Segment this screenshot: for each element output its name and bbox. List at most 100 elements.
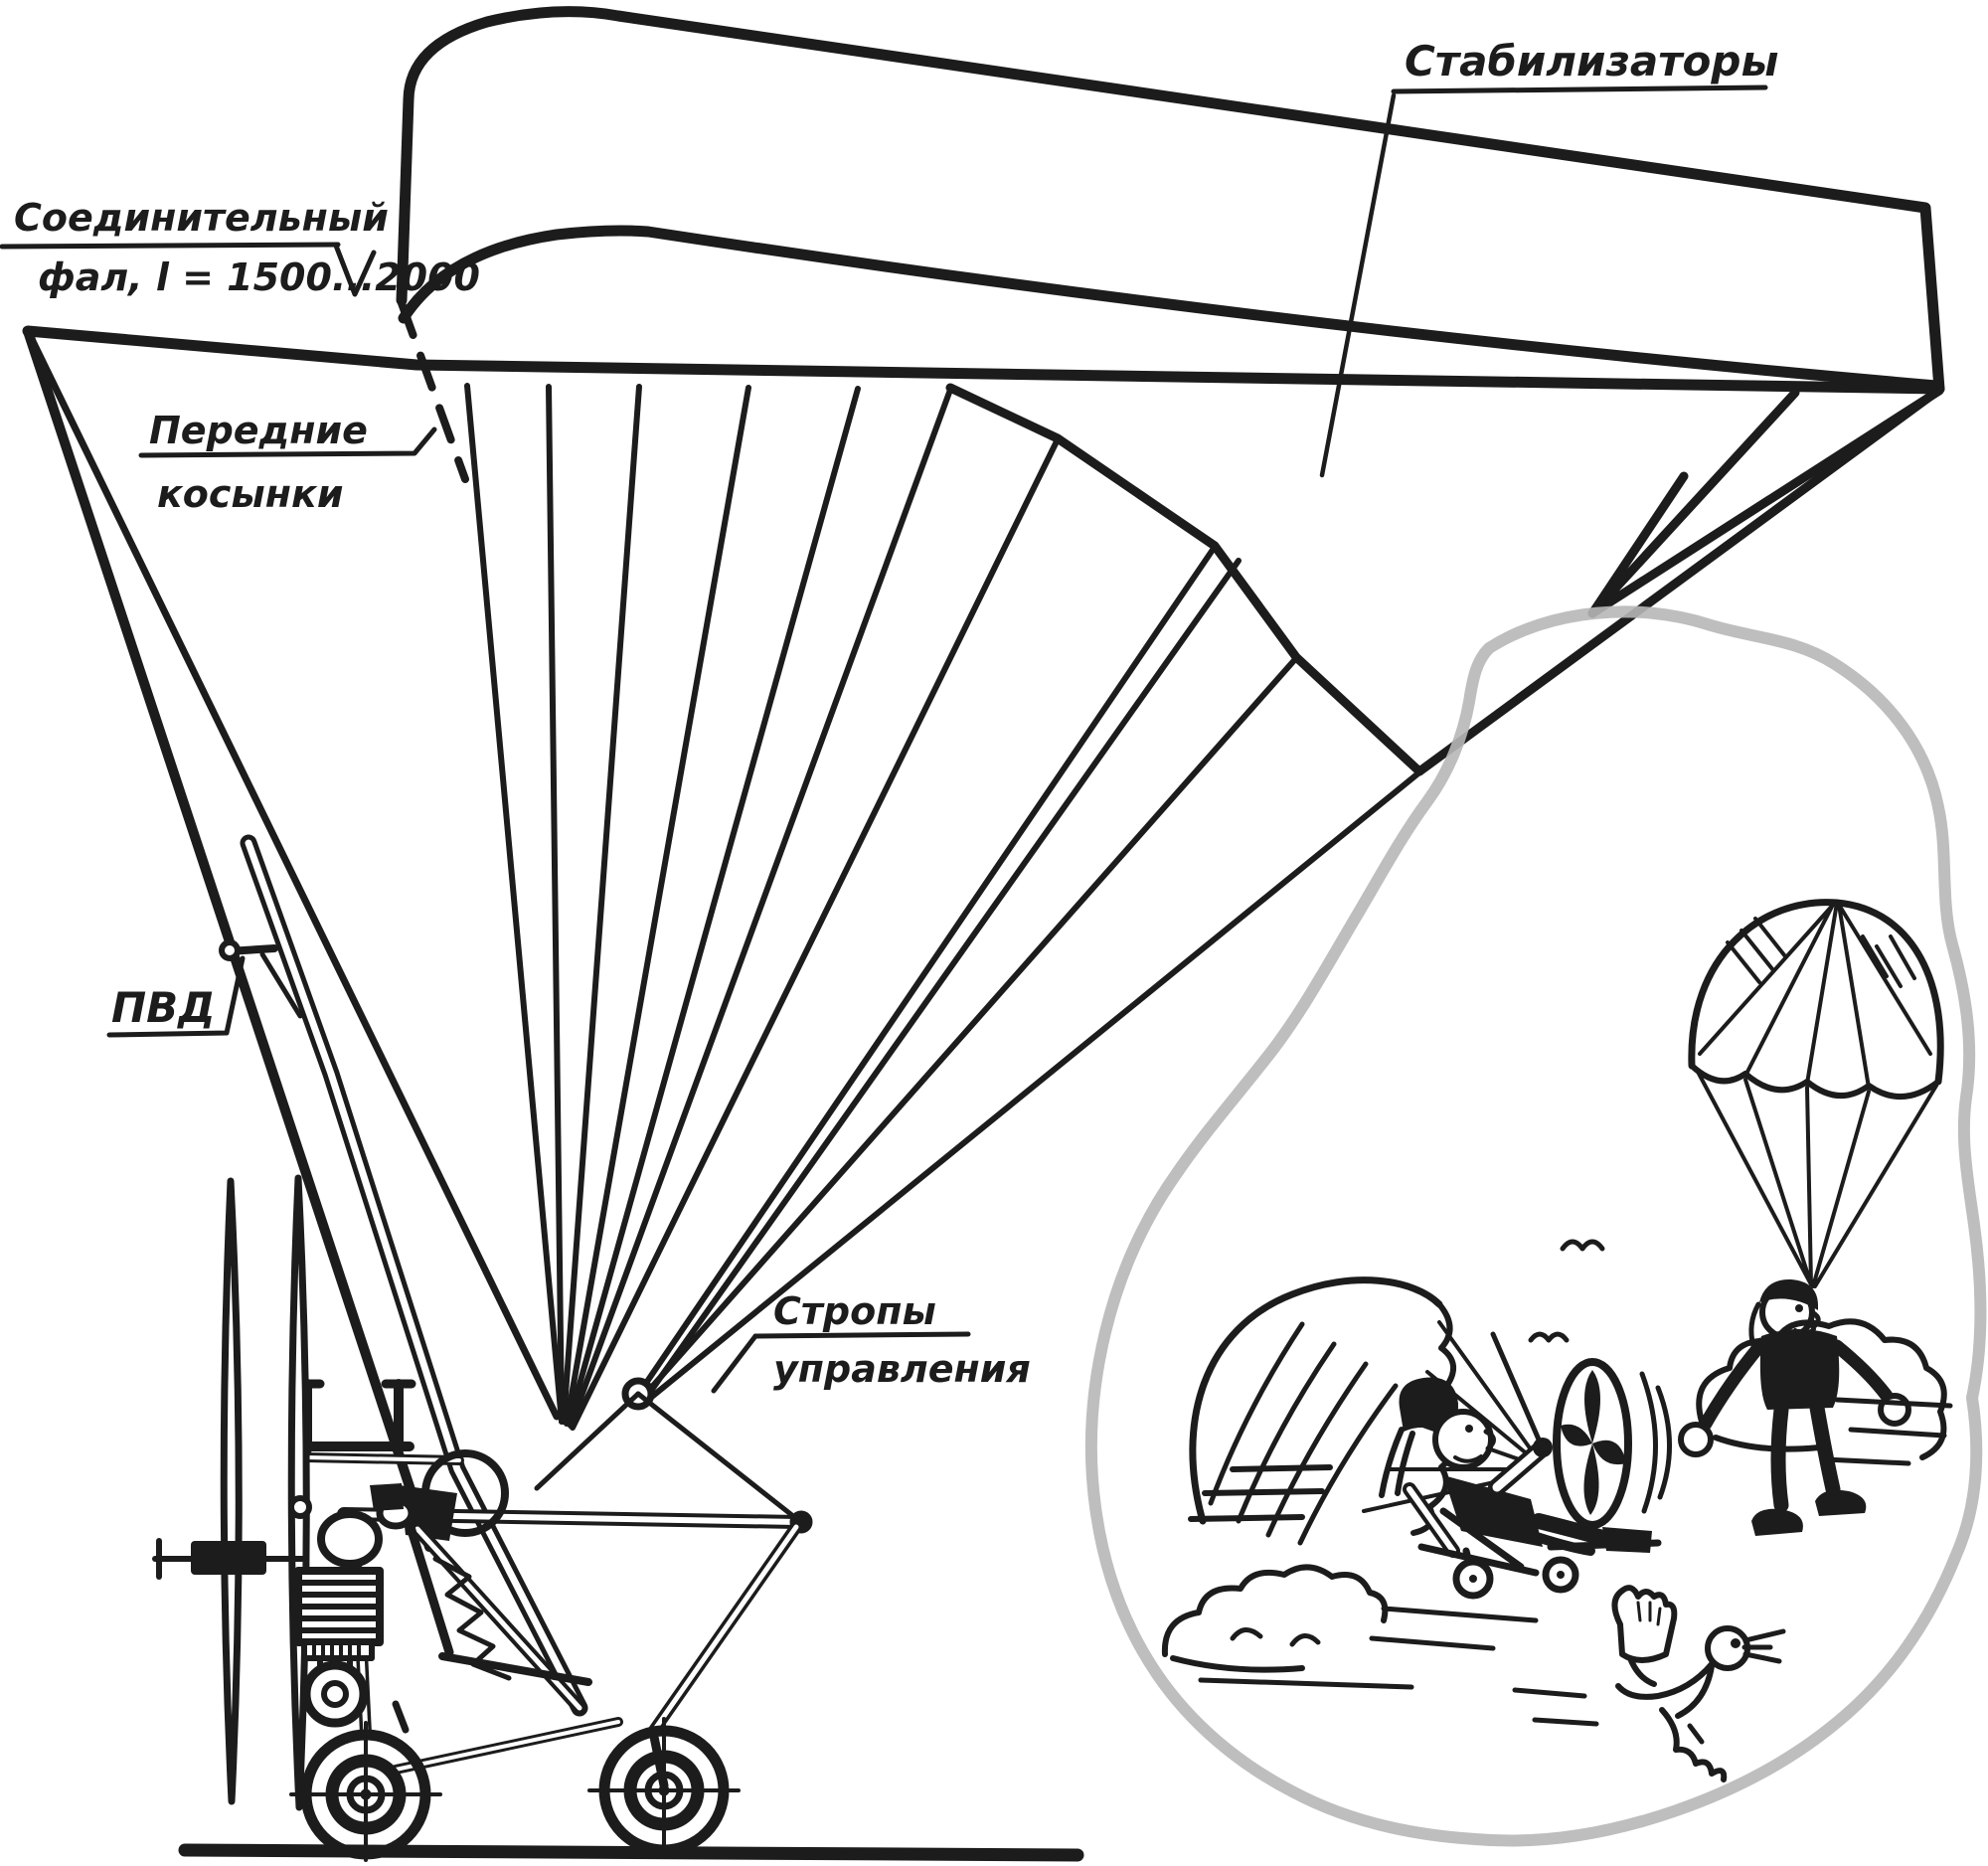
front-riser-line bbox=[23, 326, 434, 1552]
leader-arrow-lanyard bbox=[333, 243, 377, 297]
cart-rear-hub bbox=[1557, 1571, 1565, 1579]
label-gussets-2: косынки bbox=[157, 472, 343, 516]
cartoon-cloud-border bbox=[1084, 605, 1987, 1847]
parachutist-left-arm bbox=[1699, 1337, 1768, 1431]
label-gussets-1: Передние bbox=[149, 409, 368, 452]
parachutist-hair bbox=[1759, 1278, 1818, 1310]
parachutist-right-arm bbox=[1830, 1339, 1894, 1403]
cartoon-group bbox=[1084, 605, 1987, 1847]
speed-lines bbox=[1188, 1464, 1333, 1522]
parachutist-right-leg bbox=[1809, 1400, 1841, 1497]
suspension-line bbox=[564, 385, 751, 1427]
seat-lacing-zigzag bbox=[432, 1556, 512, 1681]
engine-fin-comb-ticks bbox=[312, 1640, 361, 1660]
cartoon-rider bbox=[1188, 1276, 1673, 1600]
front-wheel bbox=[289, 1721, 442, 1862]
suspension-lines-group bbox=[23, 299, 1422, 1552]
suspension-line bbox=[561, 384, 642, 1425]
rider-chute-outline bbox=[1189, 1276, 1443, 1525]
label-control-lines-1: Стропы bbox=[773, 1289, 936, 1333]
engine-bed-core bbox=[304, 1455, 461, 1462]
bird-thumbs-up-wing bbox=[1611, 1585, 1678, 1663]
bird-wing-arm bbox=[1627, 1655, 1657, 1687]
cloud-outline bbox=[1161, 1564, 1389, 1657]
label-pitot: ПВД bbox=[111, 983, 216, 1032]
rear-strut-core bbox=[650, 1524, 799, 1735]
stabilizer-fin-right-edge bbox=[1414, 385, 1944, 776]
rider-hair-strands bbox=[1379, 1427, 1415, 1498]
cloud-speed-lines bbox=[1822, 1397, 1953, 1466]
ground-line bbox=[178, 1843, 1084, 1862]
parachutist-right-boot bbox=[1815, 1489, 1867, 1516]
label-underline bbox=[1391, 85, 1768, 94]
cloud-speed-lines bbox=[1198, 1606, 1539, 1690]
label-underline bbox=[0, 242, 341, 250]
leader-line-pitot bbox=[106, 955, 246, 1038]
ring-link bbox=[534, 1391, 641, 1491]
bottom-diagonal-core bbox=[394, 1720, 620, 1772]
propeller-motion-arcs bbox=[1639, 1371, 1673, 1514]
suspension-line bbox=[464, 383, 565, 1425]
rider-nose bbox=[1483, 1429, 1496, 1451]
parachutist-left-boot bbox=[1751, 1508, 1803, 1536]
leader-line-control-lines bbox=[711, 1333, 758, 1394]
suspension-line bbox=[570, 436, 1061, 1431]
control-line bbox=[645, 769, 1422, 1403]
cart-seat-core bbox=[1407, 1486, 1456, 1554]
cloud-base bbox=[1170, 1655, 1305, 1673]
cartoon-bird bbox=[1512, 1585, 1786, 1782]
parachute-gore-lines bbox=[1698, 901, 1932, 1090]
parachutist-left-leg bbox=[1770, 1402, 1789, 1513]
suspension-line bbox=[546, 384, 565, 1425]
cloud-outline bbox=[1696, 1318, 1947, 1460]
rear-wheel bbox=[587, 1717, 741, 1858]
bird-tail-feathers bbox=[1659, 1707, 1728, 1782]
rider-fist bbox=[1533, 1438, 1553, 1457]
rider-propeller-blade bbox=[1592, 1440, 1626, 1465]
rider-leg bbox=[1531, 1513, 1614, 1547]
pitot-strut bbox=[259, 951, 303, 1019]
canopy-group bbox=[22, 6, 1945, 395]
parachute-hatching-left bbox=[1726, 917, 1787, 984]
label-lanyard-2: фал, l = 1500...2000 bbox=[38, 255, 480, 299]
trike-group bbox=[152, 834, 1084, 1862]
annotations-group bbox=[0, 85, 1768, 1394]
control-line bbox=[641, 655, 1299, 1399]
bird-silhouette-icon bbox=[1528, 1331, 1570, 1343]
canopy-bottom-edge bbox=[22, 325, 1945, 395]
muffler bbox=[301, 1660, 369, 1728]
cart-front-hub bbox=[1469, 1575, 1477, 1583]
front-wheel-centerlines bbox=[289, 1721, 442, 1862]
intake-clamp bbox=[370, 1483, 404, 1511]
label-lanyard-1: Соединительный bbox=[14, 196, 389, 240]
leader-line-front-gussets bbox=[138, 426, 437, 458]
rider-propeller-blade bbox=[1561, 1424, 1592, 1446]
tail-skid bbox=[392, 1700, 410, 1734]
label-control-lines-2: управления bbox=[773, 1347, 1031, 1391]
parachutist-eye bbox=[1795, 1304, 1803, 1312]
bird-eye bbox=[1731, 1638, 1740, 1648]
bird-silhouette-icon bbox=[1560, 1239, 1605, 1252]
label-stabilizers: Стабилизаторы bbox=[1405, 37, 1778, 85]
muffler-outlet bbox=[321, 1680, 349, 1708]
control-line bbox=[643, 558, 1242, 1401]
stabilizer-fin-sliver bbox=[1587, 386, 1944, 618]
canopy-inner-curve bbox=[398, 225, 1942, 392]
bird-wing-knuckles bbox=[1636, 1601, 1662, 1626]
rider-head bbox=[1432, 1409, 1494, 1470]
rider-chute-ribs bbox=[1208, 1321, 1399, 1546]
bird-body bbox=[1615, 1661, 1715, 1719]
cloud-base bbox=[1713, 1435, 1822, 1452]
seat-front-tube bbox=[401, 1506, 454, 1657]
seat-bottom-tube bbox=[438, 1652, 592, 1686]
connecting-lanyard-dashed-line bbox=[398, 299, 469, 483]
rider-propeller-blade bbox=[1584, 1370, 1600, 1443]
rear-wheel-centerlines bbox=[587, 1717, 741, 1858]
label-underline bbox=[752, 1331, 971, 1339]
rider-smile bbox=[1453, 1454, 1483, 1463]
propeller-blade bbox=[220, 1177, 243, 1805]
canopy-top-outline bbox=[396, 6, 1945, 395]
bird-beak bbox=[1741, 1628, 1786, 1664]
parachute-hatching-right bbox=[1861, 934, 1916, 988]
